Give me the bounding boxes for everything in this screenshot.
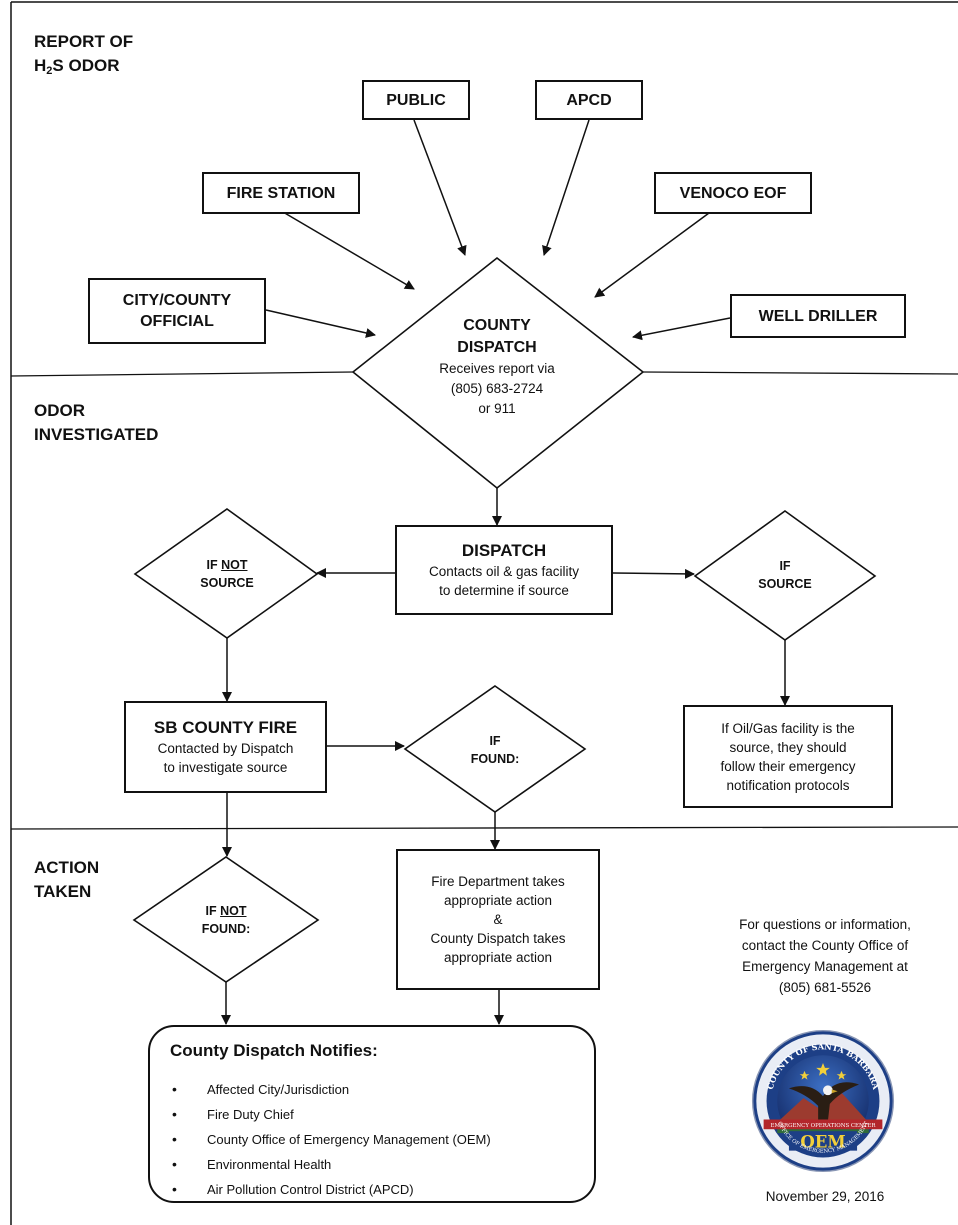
if-found-text: IF FOUND: <box>470 734 520 766</box>
if-source-text: IF SOURCE <box>758 559 812 591</box>
arrow-to-source <box>612 568 695 579</box>
divider-2 <box>10 826 958 830</box>
notify-item: County Office of Emergency Management (O… <box>170 1127 491 1152</box>
notify-item: Fire Duty Chief <box>170 1102 491 1127</box>
oem-seal-logo: EMERGENCY OPERATIONS CENTER OEM COUNTY O… <box>751 1029 895 1173</box>
section-report-label: REPORT OF H2S ODOR <box>34 32 134 77</box>
arrow-well-driller <box>632 317 731 341</box>
if-not-source-text: IF NOT SOURCE <box>200 558 254 590</box>
county-dispatch-notifies-box: County Dispatch Notifies: Affected City/… <box>148 1025 596 1203</box>
arrow-public <box>413 119 467 256</box>
notify-item: Air Pollution Control District (APCD) <box>170 1177 491 1202</box>
svg-text:EMERGENCY OPERATIONS CENTER: EMERGENCY OPERATIONS CENTER <box>771 1123 877 1129</box>
fire-action-box: Fire Department takes appropriate action… <box>396 849 600 990</box>
well-driller-box: WELL DRILLER <box>730 294 906 338</box>
divider-1b <box>642 371 958 375</box>
arrow-venoco <box>594 212 710 298</box>
public-box: PUBLIC <box>362 80 470 120</box>
notify-item: Affected City/Jurisdiction <box>170 1077 491 1102</box>
arrow-apcd <box>542 119 590 256</box>
notify-item: Environmental Health <box>170 1152 491 1177</box>
venoco-eof-box: VENOCO EOF <box>654 172 812 214</box>
dispatch-box: DISPATCH Contacts oil & gas facility to … <box>395 525 613 615</box>
city-county-official-box: CITY/COUNTY OFFICIAL <box>88 278 266 344</box>
if-not-found-text: IF NOT FOUND: <box>201 904 251 936</box>
notifies-title: County Dispatch Notifies: <box>170 1041 378 1060</box>
notifies-list: Affected City/Jurisdiction Fire Duty Chi… <box>170 1077 491 1202</box>
arrow-fire-station <box>282 211 415 290</box>
contact-info: For questions or information, contact th… <box>739 917 911 995</box>
arrow-official <box>265 309 376 338</box>
apcd-box: APCD <box>535 80 643 120</box>
section-investigated-label: ODOR INVESTIGATED <box>34 401 159 444</box>
divider-1 <box>10 371 354 377</box>
county-dispatch-text: COUNTY DISPATCH Receives report via (805… <box>439 317 555 416</box>
date-label: November 29, 2016 <box>765 1189 885 1204</box>
sb-county-fire-box: SB COUNTY FIRE Contacted by Dispatch to … <box>124 701 327 793</box>
facility-protocols-box: If Oil/Gas facility is the source, they … <box>683 705 893 808</box>
svg-text:OEM: OEM <box>800 1132 845 1152</box>
fire-station-box: FIRE STATION <box>202 172 360 214</box>
section-action-label: ACTION TAKEN <box>34 858 100 901</box>
